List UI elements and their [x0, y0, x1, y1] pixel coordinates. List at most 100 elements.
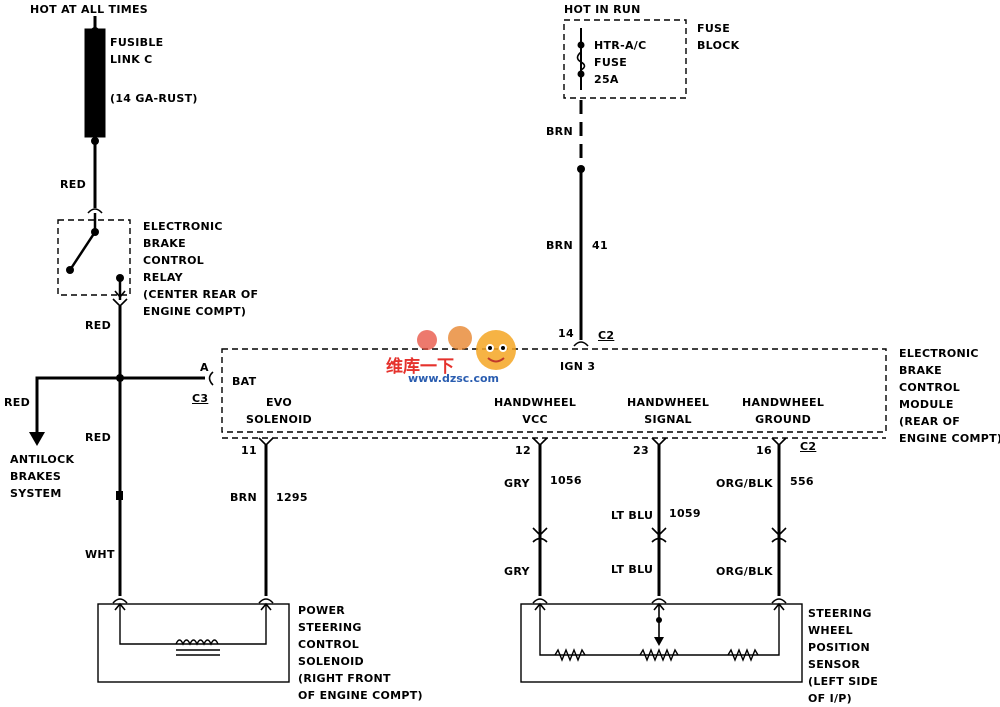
handwheel-vcc-label: HANDWHEEL VCC [494, 396, 577, 426]
relay-contact-c [116, 274, 124, 282]
pin-16-label: 16 [756, 444, 772, 457]
fuse-block-box [563, 19, 687, 99]
wire-orgblk-label-2: ORG/BLK [716, 565, 773, 578]
wire-gauge-label: (14 GA-RUST) [110, 92, 198, 105]
hot-at-all-times-label: HOT AT ALL TIMES [30, 3, 149, 16]
watermark-logo-icon [417, 326, 516, 370]
wire-ltblu-label-1: LT BLU [611, 509, 654, 522]
fuse-symbol [576, 51, 586, 71]
swps-arrow-mid [653, 602, 665, 611]
fuse-block-label: FUSE BLOCK [697, 22, 740, 52]
pscs-arrow-right [260, 602, 272, 611]
swps-box [520, 603, 803, 683]
wire-gry-label-1: GRY [504, 477, 530, 490]
circuit-1059-label: 1059 [669, 507, 701, 520]
swps-terminal-left [532, 598, 548, 604]
wire-orgblk-label-1: ORG/BLK [716, 477, 773, 490]
relay-contact-a [91, 228, 99, 236]
solenoid-coil [175, 639, 220, 656]
handwheel-ground-label: HANDWHEEL GROUND [742, 396, 825, 426]
swps-wiper-dot [656, 617, 662, 623]
htr-fuse-label: HTR-A/C FUSE 25A [594, 39, 647, 86]
connector-relay-out [112, 298, 128, 308]
inline-connector-gry-lower [532, 537, 548, 543]
wire-brn-label-3: BRN [230, 491, 257, 504]
circuit-1295-label: 1295 [276, 491, 308, 504]
wire-red-label-2: RED [85, 319, 112, 332]
relay-name-label: ELECTRONIC BRAKE CONTROL RELAY (CENTER R… [143, 220, 259, 318]
connector-relay-in [87, 208, 103, 214]
module-box [221, 348, 887, 433]
evo-solenoid-label: EVO SOLENOID [246, 396, 312, 426]
pscs-terminal-right [258, 598, 274, 604]
wire-ltblu-label-2: LT BLU [611, 563, 654, 576]
circuit-1056-label: 1056 [550, 474, 582, 487]
relay-arrow-out [114, 290, 126, 299]
wire-gry-label-2: GRY [504, 565, 530, 578]
wire-brn-label-1: BRN [546, 125, 573, 138]
pscs-box [97, 603, 290, 683]
watermark-text: 维库一下 [386, 357, 454, 377]
splice-red-wht [116, 491, 123, 500]
connector-c3-label: C3 [192, 392, 209, 405]
relay-switch [68, 213, 97, 271]
wire-brn-label-2: BRN [546, 239, 573, 252]
connector-pin11 [258, 437, 274, 447]
swps-terminal-right [771, 598, 787, 604]
inline-connector-orgblk-lower [771, 537, 787, 543]
pscs-coil-loop [119, 604, 267, 645]
wire-red-label-3: RED [4, 396, 31, 409]
antilock-arrow [29, 432, 45, 446]
connector-c2-top-label: C2 [598, 329, 615, 342]
connector-pin16 [771, 437, 787, 447]
inline-connector-ltblu-upper [651, 527, 667, 537]
connector-pin14 [573, 341, 589, 347]
swps-arrow-left [534, 602, 546, 611]
fusible-link [84, 28, 106, 138]
wire-red-to-antilock [35, 376, 120, 432]
fusible-link-label: FUSIBLE LINK C [110, 36, 164, 66]
resistor-right [727, 648, 759, 662]
connector-bat [208, 371, 214, 386]
pin-a-label: A [200, 361, 209, 374]
inline-connector-orgblk-upper [771, 527, 787, 537]
circuit-556-label: 556 [790, 475, 814, 488]
connector-pin12 [532, 437, 548, 447]
module-name-label: ELECTRONIC BRAKE CONTROL MODULE (REAR OF… [899, 347, 1000, 445]
relay-contact-b [66, 266, 74, 274]
antilock-label: ANTILOCK BRAKES SYSTEM [10, 453, 75, 500]
pin-14-label: 14 [558, 327, 574, 340]
splice-fusible-top [91, 27, 99, 35]
ign3-label: IGN 3 [560, 360, 596, 373]
pscs-arrow-left [114, 602, 126, 611]
swps-wiper-arrow [654, 637, 664, 646]
inline-connector-ltblu-lower [651, 537, 667, 543]
swps-name-label: STEERING WHEEL POSITION SENSOR (LEFT SID… [808, 607, 879, 705]
handwheel-signal-label: HANDWHEEL SIGNAL [627, 396, 710, 426]
pin-11-label: 11 [241, 444, 257, 457]
swps-arrow-right [773, 602, 785, 611]
connector-pin23 [651, 437, 667, 447]
swps-resistor-loop [539, 604, 780, 656]
connector-c2-bottom-label: C2 [800, 440, 817, 453]
splice-fusible-bottom [91, 137, 99, 145]
pin-12-label: 12 [515, 444, 531, 457]
circuit-41-label: 41 [592, 239, 608, 252]
resistor-left [554, 648, 586, 662]
wire-red-label-1: RED [60, 178, 87, 191]
splice-brn [577, 165, 585, 173]
wire-red-label-4: RED [85, 431, 112, 444]
swps-terminal-mid [651, 598, 667, 604]
bat-label: BAT [232, 375, 257, 388]
pin-23-label: 23 [633, 444, 649, 457]
splice-red [116, 374, 124, 382]
watermark-url: www.dzsc.com [408, 372, 500, 385]
pscs-name-label: POWER STEERING CONTROL SOLENOID (RIGHT F… [298, 604, 423, 702]
hot-in-run-label: HOT IN RUN [564, 3, 641, 16]
fuse-dot-bottom [577, 70, 585, 78]
fuse-dot-top [577, 41, 585, 49]
inline-connector-gry-upper [532, 527, 548, 537]
pscs-terminal-left [112, 598, 128, 604]
resistor-mid [639, 648, 679, 662]
